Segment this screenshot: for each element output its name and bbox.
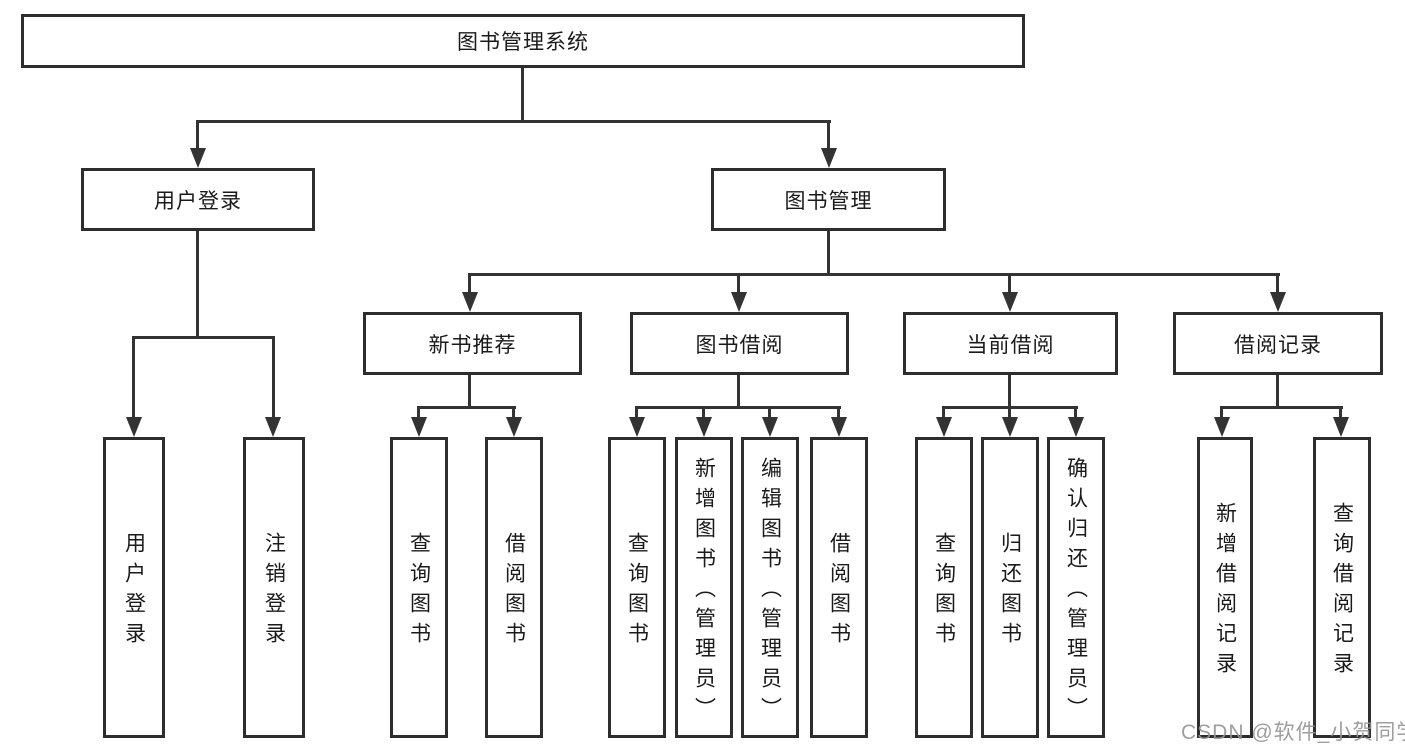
leaf-query-books-borrowing: 查询图书 — [608, 437, 666, 738]
connector-trunk — [196, 231, 199, 339]
arrowhead-down-icon — [731, 292, 747, 312]
arrowhead-down-icon — [629, 417, 645, 437]
leaf-query-books-recommend: 查询图书 — [390, 437, 448, 738]
arrowhead-down-icon — [821, 148, 837, 168]
leaf-add-books-admin: 新增图书（管理员） — [675, 437, 733, 738]
connector-trunk — [1276, 375, 1279, 409]
leaf-borrow-books-recommend: 借阅图书 — [485, 437, 543, 738]
leaf-logout: 注销登录 — [243, 437, 305, 738]
node-current-borrowing-label: 当前借阅 — [966, 333, 1055, 357]
connector-rail — [1221, 406, 1343, 409]
arrowhead-down-icon — [126, 417, 142, 437]
node-book-borrowing: 图书借阅 — [630, 312, 849, 375]
connector-level3-rail — [469, 273, 1280, 276]
leaf-user-login: 用户登录 — [103, 437, 165, 738]
arrowhead-down-icon — [936, 417, 952, 437]
arrowhead-down-icon — [411, 417, 427, 437]
arrowhead-down-icon — [1214, 417, 1230, 437]
connector-stem — [417, 406, 420, 419]
connector-stem — [196, 120, 199, 150]
connector-stem — [737, 273, 740, 294]
arrowhead-down-icon — [265, 417, 281, 437]
connector-stem — [468, 273, 471, 294]
node-user-login: 用户登录 — [81, 168, 315, 231]
connector-rail — [133, 336, 275, 339]
watermark: CSDN @软件_小贺同学 — [1181, 721, 1405, 744]
node-new-book-recommend: 新书推荐 — [363, 312, 582, 375]
arrowhead-down-icon — [762, 417, 778, 437]
arrowhead-down-icon — [1270, 292, 1286, 312]
connector-stem — [1276, 273, 1279, 294]
node-user-login-label: 用户登录 — [154, 189, 242, 213]
node-book-management: 图书管理 — [711, 168, 946, 231]
connector-stem — [1074, 406, 1077, 419]
leaf-edit-books-admin: 编辑图书（管理员） — [741, 437, 799, 738]
connector-level2-rail — [197, 120, 831, 123]
connector-root-trunk — [521, 68, 524, 123]
connector-trunk — [737, 375, 740, 409]
arrowhead-down-icon — [190, 148, 206, 168]
node-borrowing-records-label: 借阅记录 — [1234, 333, 1322, 357]
node-root-label: 图书管理系统 — [457, 31, 589, 54]
connector-stem — [1220, 406, 1223, 419]
node-borrowing-records: 借阅记录 — [1173, 312, 1383, 375]
connector-stem — [132, 336, 135, 419]
arrowhead-down-icon — [696, 417, 712, 437]
arrowhead-down-icon — [831, 417, 847, 437]
arrowhead-down-icon — [1002, 417, 1018, 437]
arrowhead-down-icon — [1333, 417, 1349, 437]
leaf-query-borrow-record: 查询借阅记录 — [1313, 437, 1371, 738]
connector-stem — [1008, 406, 1011, 419]
connector-rail — [418, 406, 516, 409]
connector-trunk — [468, 375, 471, 409]
connector-stem — [1339, 406, 1342, 419]
connector-stem — [768, 406, 771, 419]
connector-stem — [837, 406, 840, 419]
connector-stem — [635, 406, 638, 419]
connector-trunk — [827, 231, 830, 276]
leaf-confirm-return-admin: 确认归还（管理员） — [1047, 437, 1105, 738]
leaf-query-books-current: 查询图书 — [915, 437, 973, 738]
connector-stem — [827, 120, 830, 150]
connector-stem — [702, 406, 705, 419]
node-root: 图书管理系统 — [21, 14, 1025, 68]
arrowhead-down-icon — [1002, 292, 1018, 312]
node-book-borrowing-label: 图书借阅 — [695, 333, 784, 357]
connector-trunk — [1008, 375, 1011, 409]
arrowhead-down-icon — [506, 417, 522, 437]
node-new-book-recommend-label: 新书推荐 — [428, 333, 517, 357]
node-current-borrowing: 当前借阅 — [903, 312, 1118, 375]
arrowhead-down-icon — [462, 292, 478, 312]
connector-stem — [512, 406, 515, 419]
leaf-add-borrow-record: 新增借阅记录 — [1197, 437, 1253, 738]
leaf-borrow-books: 借阅图书 — [810, 437, 868, 738]
leaf-return-books: 归还图书 — [981, 437, 1039, 738]
connector-rail — [636, 406, 841, 409]
arrowhead-down-icon — [1068, 417, 1084, 437]
connector-stem — [942, 406, 945, 419]
connector-stem — [1008, 273, 1011, 294]
node-book-management-label: 图书管理 — [784, 189, 873, 213]
connector-stem — [272, 336, 275, 419]
